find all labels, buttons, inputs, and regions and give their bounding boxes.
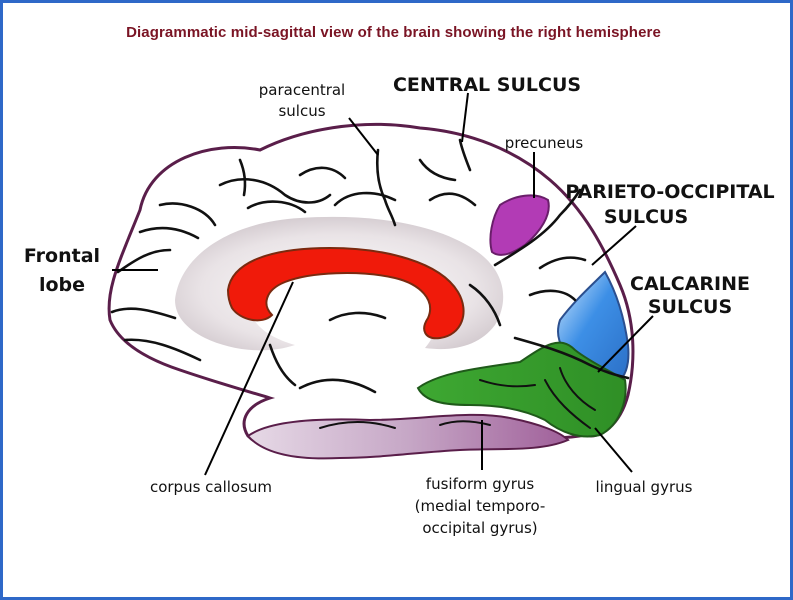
central-sulcus-line (458, 138, 472, 172)
label-parieto-occipital-2: SULCUS (604, 206, 688, 228)
label-paracentral-1: paracentral (259, 81, 345, 99)
diagram-title: Diagrammatic mid-sagittal view of the br… (126, 24, 661, 41)
label-frontal-1: Frontal (24, 245, 100, 267)
label-fusiform-1: fusiform gyrus (426, 475, 535, 493)
leader-corpus-callosum (204, 281, 294, 476)
paracentral-sulcus-line (375, 148, 397, 227)
label-frontal-2: lobe (39, 274, 85, 296)
leader-calcarine (597, 315, 654, 373)
superior-sulci (218, 158, 397, 214)
label-parieto-occipital-1: PARIETO-OCCIPITAL (565, 181, 774, 203)
label-precuneus: precuneus (505, 134, 584, 152)
label-calcarine-1: CALCARINE (630, 273, 750, 295)
label-fusiform-3: occipital gyrus) (422, 519, 537, 537)
cingulate-region (175, 216, 504, 351)
temporal-region (246, 413, 570, 460)
label-central-sulcus: CENTRAL SULCUS (393, 74, 581, 96)
leader-parieto-occipital (591, 225, 637, 266)
calcarine-line (513, 336, 630, 380)
label-calcarine-2: SULCUS (648, 296, 732, 318)
label-corpus-callosum: corpus callosum (150, 478, 272, 496)
leader-central (461, 92, 469, 143)
leader-lingual (594, 427, 633, 473)
parieto-occipital-line (493, 188, 582, 267)
label-fusiform-2: (medial temporo- (415, 497, 546, 515)
corpus-callosum-shape (226, 246, 465, 340)
fusiform-lingual-region (416, 341, 627, 438)
label-paracentral-2: sulcus (278, 102, 325, 120)
label-lingual: lingual gyrus (596, 478, 693, 496)
leader-paracentral (348, 117, 379, 156)
